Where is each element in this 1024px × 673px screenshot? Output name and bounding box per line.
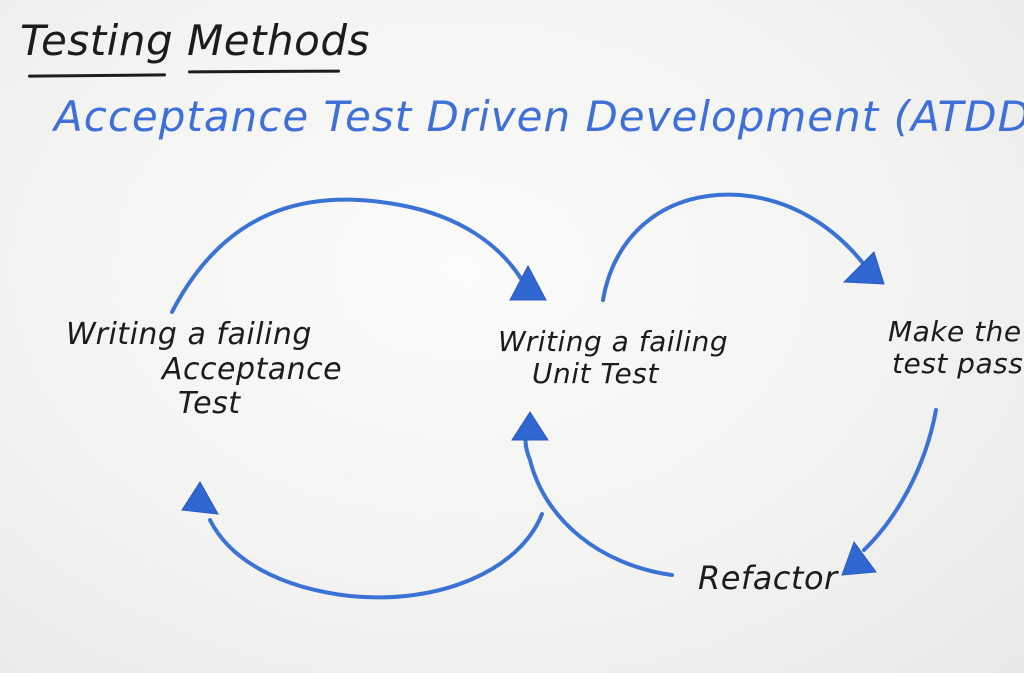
arrow-acceptance-to-unit — [170, 197, 524, 314]
node-pass-line2: test pass — [892, 347, 1024, 381]
node-pass-line1: Make the — [888, 315, 1022, 348]
node-writing-failing-unit-test: Writing a failing Unit Test — [498, 325, 729, 391]
node-acceptance-line2: Acceptance — [162, 351, 343, 387]
diagram-title: Testing Methods — [20, 16, 370, 65]
arrowhead-acceptance-to-unit — [509, 264, 547, 301]
arrow-pass-to-refactor — [862, 408, 938, 552]
node-make-test-pass: Make the test pass — [888, 315, 1024, 381]
node-unit-line2: Unit Test — [532, 357, 659, 391]
node-acceptance-line1: Writing a failing — [66, 317, 312, 352]
node-unit-line1: Writing a failing — [498, 325, 729, 358]
diagram-subtitle: Acceptance Test Driven Development (ATDD… — [54, 92, 1024, 141]
node-refactor: Refactor — [698, 559, 838, 597]
arrowhead-pass-to-refactor — [841, 540, 877, 576]
arrow-refactor-to-unit — [523, 436, 674, 577]
node-acceptance-line3: Test — [178, 386, 241, 421]
arrowhead-refactor-to-unit — [511, 411, 549, 441]
node-writing-failing-acceptance-test: Writing a failing Acceptance Test — [66, 317, 343, 422]
arrow-unit-to-acceptance — [208, 512, 544, 600]
arrowhead-unit-to-pass — [842, 251, 885, 285]
arrowhead-unit-to-acceptance — [181, 481, 219, 515]
arrow-unit-to-pass — [601, 192, 864, 302]
